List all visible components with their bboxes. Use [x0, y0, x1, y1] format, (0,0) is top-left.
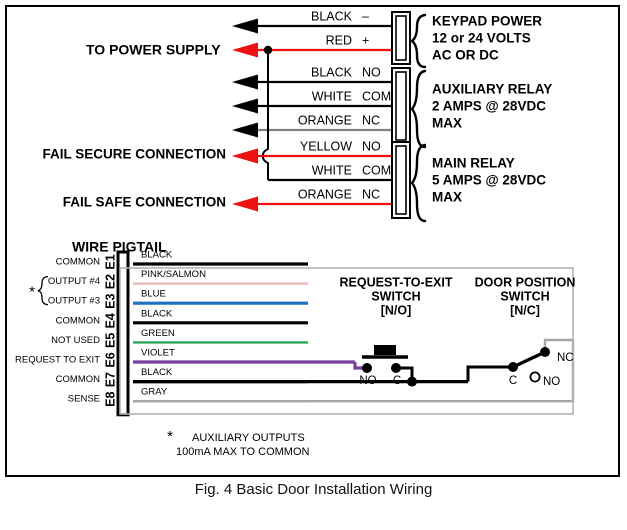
dps-terminal-no-circle	[529, 371, 541, 383]
terminal-label-auxiliary-relay-0: NO	[362, 65, 381, 79]
figure-caption: Fig. 4 Basic Door Installation Wiring	[194, 481, 433, 498]
wire-common-to-dps	[466, 365, 513, 382]
switch-title-door-position-switch-0: DOOR POSITION	[475, 275, 576, 289]
arrow-auxiliary-relay-white	[232, 98, 258, 114]
pigtail-terminal-e5: E5	[103, 333, 117, 348]
block-title-auxiliary-relay-2: MAX	[432, 116, 462, 131]
block-title-main-relay-0: MAIN RELAY	[432, 156, 515, 171]
terminal-label-main-relay-2: NC	[362, 187, 380, 201]
rex-label-no: NO	[359, 375, 376, 387]
dps-label-nc: NC	[557, 352, 574, 364]
pigtail-function-e8: SENSE	[68, 394, 100, 405]
pigtail-wire-color-e1: BLACK	[141, 250, 173, 261]
pigtail-function-e7: COMMON	[56, 374, 100, 385]
brace-keypad-power	[410, 13, 427, 69]
fail-secure-label: FAIL SECURE CONNECTION	[42, 147, 226, 162]
pigtail-terminal-e1: E1	[103, 254, 117, 269]
rex-terminal-c-dot	[391, 363, 401, 373]
footnote-line-1: AUXILIARY OUTPUTS	[192, 432, 305, 444]
pigtail-function-e2: OUTPUT #4	[48, 276, 100, 287]
footnote-marker: *	[167, 428, 173, 445]
pigtail-wire-color-e4: BLACK	[141, 308, 173, 319]
terminal-label-main-relay-0: NO	[362, 139, 381, 153]
pigtail-asterisk: *	[29, 283, 35, 300]
block-title-keypad-power-0: KEYPAD POWER	[432, 14, 542, 29]
pigtail-wire-color-e3: BLUE	[141, 289, 166, 300]
wire-label-main-relay-0: YELLOW	[300, 139, 352, 153]
pigtail-terminal-e7: E7	[103, 372, 117, 387]
pigtail-function-e4: COMMON	[56, 315, 100, 326]
power-supply-label: TO POWER SUPPLY	[86, 42, 221, 58]
terminal-label-auxiliary-relay-1: COM	[362, 89, 391, 103]
rex-label-c: C	[393, 375, 401, 387]
pigtail-wire-color-e7: BLACK	[141, 367, 173, 378]
wire-label-main-relay-2: ORANGE	[298, 187, 352, 201]
pigtail-wire-color-e2: PINK/SALMON	[141, 269, 206, 280]
pigtail-terminal-e2: E2	[103, 274, 117, 289]
pigtail-terminal-e3: E3	[103, 294, 117, 309]
wire-label-keypad-power-0: BLACK	[311, 9, 353, 23]
pigtail-output-brace	[37, 275, 49, 306]
junction-dot-rex-common	[407, 376, 417, 387]
dps-label-no: NO	[543, 376, 560, 388]
arrow-fail-secure	[232, 148, 258, 164]
switch-title-request-to-exit-switch-1: SWITCH	[371, 289, 420, 303]
arrow-auxiliary-relay-orange	[232, 122, 258, 138]
block-title-auxiliary-relay-0: AUXILIARY RELAY	[432, 82, 552, 97]
terminal-block-inner-main-relay	[395, 145, 407, 215]
switch-title-door-position-switch-2: [N/C]	[510, 303, 540, 317]
pigtail-function-e3: OUTPUT #3	[48, 296, 100, 307]
terminal-block-inner-auxiliary-relay	[395, 71, 407, 141]
terminal-block-layer	[37, 11, 574, 417]
wire-label-auxiliary-relay-2: ORANGE	[298, 113, 352, 127]
dps-switch-blade	[512, 350, 546, 369]
arrow-auxiliary-relay-black	[232, 74, 258, 90]
pigtail-function-e1: COMMON	[56, 257, 100, 268]
block-title-main-relay-2: MAX	[432, 190, 462, 205]
wire-layer	[133, 18, 575, 403]
fail-safe-label: FAIL SAFE CONNECTION	[63, 195, 226, 210]
block-title-keypad-power-1: 12 or 24 VOLTS	[432, 31, 531, 46]
footnote-line-2: 100mA MAX TO COMMON	[176, 446, 310, 458]
pigtail-function-e5: NOT USED	[51, 335, 100, 346]
door-hardware-frame	[119, 267, 574, 415]
brace-auxiliary-relay	[410, 69, 427, 149]
arrow-keypad-power-black	[232, 18, 258, 34]
arrow-main-relay-orange	[232, 196, 258, 212]
rex-terminal-no-dot	[362, 363, 372, 373]
block-title-main-relay-1: 5 AMPS @ 28VDC	[432, 173, 546, 188]
rex-button-cap	[374, 345, 396, 355]
arrow-keypad-power-red	[232, 42, 258, 58]
switch-title-door-position-switch-1: SWITCH	[500, 289, 549, 303]
block-title-keypad-power-2: AC OR DC	[432, 48, 499, 63]
dps-label-c: C	[509, 375, 517, 387]
wire-label-auxiliary-relay-0: BLACK	[311, 65, 353, 79]
pigtail-wire-color-e8: GRAY	[141, 387, 168, 398]
pigtail-terminal-e6: E6	[103, 352, 117, 367]
pigtail-title: WIRE PIGTAIL	[72, 239, 167, 255]
wire-label-main-relay-1: WHITE	[312, 163, 352, 177]
pigtail-wire-color-e5: GREEN	[141, 328, 175, 339]
terminal-label-keypad-power-0: –	[362, 9, 369, 23]
wire-label-auxiliary-relay-1: WHITE	[312, 89, 352, 103]
pigtail-terminal-e4: E4	[103, 313, 117, 328]
terminal-label-main-relay-1: COM	[362, 163, 391, 177]
switch-title-request-to-exit-switch-0: REQUEST-TO-EXIT	[340, 275, 453, 289]
block-title-auxiliary-relay-1: 2 AMPS @ 28VDC	[432, 99, 546, 114]
terminal-label-auxiliary-relay-2: NC	[362, 113, 380, 127]
switch-title-request-to-exit-switch-2: [N/O]	[381, 303, 412, 317]
figure-border	[5, 5, 620, 477]
brace-main-relay	[410, 143, 427, 223]
wire-label-keypad-power-1: RED	[326, 33, 352, 47]
pigtail-terminal-e8: E8	[103, 392, 117, 407]
pigtail-function-e6: REQUEST TO EXIT	[15, 355, 100, 366]
terminal-label-keypad-power-1: +	[362, 33, 369, 47]
terminal-block-inner-keypad-power	[395, 15, 407, 61]
pigtail-wire-color-e6: VIOLET	[141, 348, 175, 359]
